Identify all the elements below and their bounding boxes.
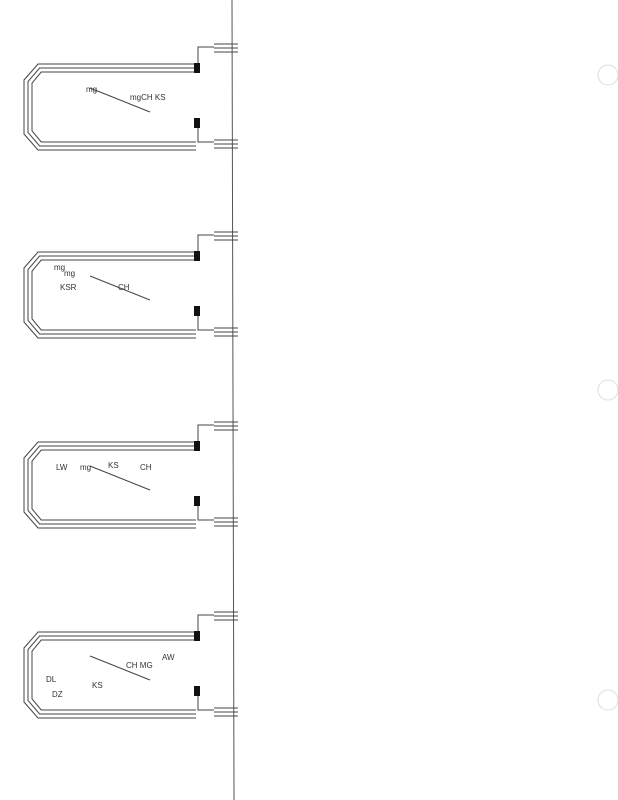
handwritten-annotation: CH MG: [126, 661, 153, 670]
board-line: [23, 251, 196, 339]
play-arrow: [89, 465, 151, 491]
handwritten-annotation: mg: [86, 85, 97, 94]
board-line: [31, 71, 196, 143]
bench-outline: [197, 614, 214, 711]
goal-post: [194, 496, 200, 506]
handwritten-annotation: DZ: [52, 690, 63, 699]
board-line: [27, 67, 196, 147]
board-line: [31, 639, 196, 711]
board-line: [31, 259, 196, 331]
goal-post: [194, 306, 200, 316]
goal-post: [194, 251, 200, 261]
board-line: [23, 441, 196, 529]
bench-outline: [197, 234, 214, 331]
rink-diagram: LW mg KS CH: [23, 421, 238, 529]
goal-post: [194, 686, 200, 696]
handwritten-annotation: KSR: [60, 283, 77, 292]
handwritten-annotation: mg: [64, 269, 75, 278]
handwritten-annotation: CH: [118, 283, 130, 292]
goal-post: [194, 441, 200, 451]
handwritten-annotation: LW: [56, 463, 68, 472]
handwritten-annotation: mg: [54, 263, 65, 272]
board-line: [27, 445, 196, 525]
margin-line: [231, 0, 235, 800]
play-arrow: [89, 87, 151, 113]
bench-outline: [197, 424, 214, 521]
punch-hole: [597, 689, 618, 711]
handwritten-annotation: mg: [80, 463, 91, 472]
handwritten-annotation: AW: [162, 653, 175, 662]
punch-hole: [597, 64, 618, 86]
bench-outline: [197, 46, 214, 143]
goal-post: [194, 118, 200, 128]
play-arrow: [89, 655, 151, 681]
goal-post: [194, 63, 200, 73]
board-line: [27, 255, 196, 335]
handwritten-annotation: KS: [108, 461, 119, 470]
rink-diagram: CH MG AW DL DZ KS: [23, 611, 238, 719]
board-line: [23, 631, 196, 719]
handwritten-annotation: CH: [140, 463, 152, 472]
play-arrow: [89, 275, 151, 301]
handwritten-annotation: mgCH KS: [130, 93, 166, 102]
handwritten-annotation: DL: [46, 675, 57, 684]
board-line: [23, 63, 196, 151]
punch-hole: [597, 379, 618, 401]
board-line: [31, 449, 196, 521]
board-line: [27, 635, 196, 715]
goal-post: [194, 631, 200, 641]
handwritten-annotation: KS: [92, 681, 103, 690]
rink-diagram: mg mgCH KS: [23, 43, 238, 151]
